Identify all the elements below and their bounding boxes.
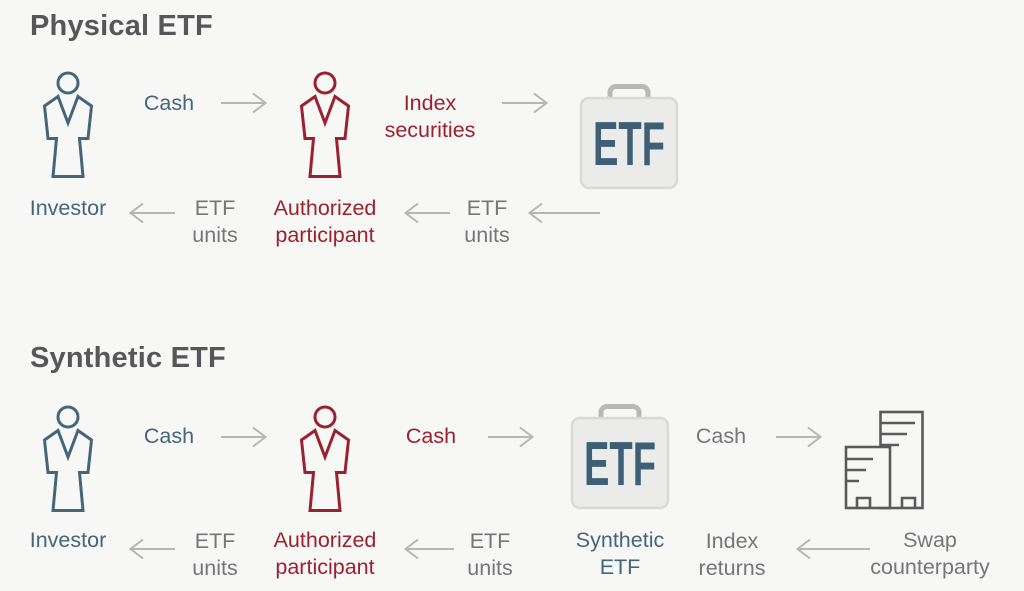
etf-units-label: ETF units <box>192 529 238 580</box>
arrow-left-icon <box>795 536 870 567</box>
arrow-right-icon <box>776 424 823 455</box>
investor-label: Investor <box>29 196 107 220</box>
investor-icon <box>42 71 94 179</box>
swap-counterparty-icon <box>843 408 929 515</box>
swap-counterparty-label: Swap counterparty <box>870 528 990 579</box>
arrow-right-icon <box>488 424 535 455</box>
arrow-right-icon <box>502 90 549 121</box>
arrow-left-icon <box>403 200 450 231</box>
authorized-participant-label: Authorized participant <box>273 196 377 247</box>
investor-icon <box>42 405 94 513</box>
cash-label: Cash <box>143 91 195 115</box>
arrow-left-icon <box>128 200 175 231</box>
arrow-left-icon <box>128 536 175 567</box>
arrow-right-icon <box>221 90 268 121</box>
etf-units-label: ETF units <box>464 196 510 247</box>
synthetic-etf-label: Synthetic ETF <box>575 528 665 579</box>
etf-units-label: ETF units <box>467 529 513 580</box>
authorized-participant-label: Authorized participant <box>273 528 377 579</box>
arrow-left-icon <box>403 536 454 567</box>
etf-box-text: ETF <box>593 110 665 179</box>
index-securities-label: Index securities <box>384 91 476 142</box>
arrow-left-icon <box>527 200 600 231</box>
etf-box-text: ETF <box>584 430 656 499</box>
physical-etf-title: Physical ETF <box>30 10 213 42</box>
etf-briefcase-icon: ETF <box>579 84 679 195</box>
authorized-participant-icon <box>299 71 351 179</box>
arrow-right-icon <box>221 424 268 455</box>
index-returns-label: Index returns <box>698 529 766 580</box>
etf-units-label: ETF units <box>192 196 238 247</box>
investor-label: Investor <box>29 528 107 552</box>
synthetic-etf-title: Synthetic ETF <box>30 342 226 374</box>
cash-label: Cash <box>143 424 195 448</box>
cash-label: Cash <box>405 424 457 448</box>
etf-briefcase-icon: ETF <box>570 404 670 515</box>
cash-label: Cash <box>695 424 747 448</box>
authorized-participant-icon <box>299 405 351 513</box>
